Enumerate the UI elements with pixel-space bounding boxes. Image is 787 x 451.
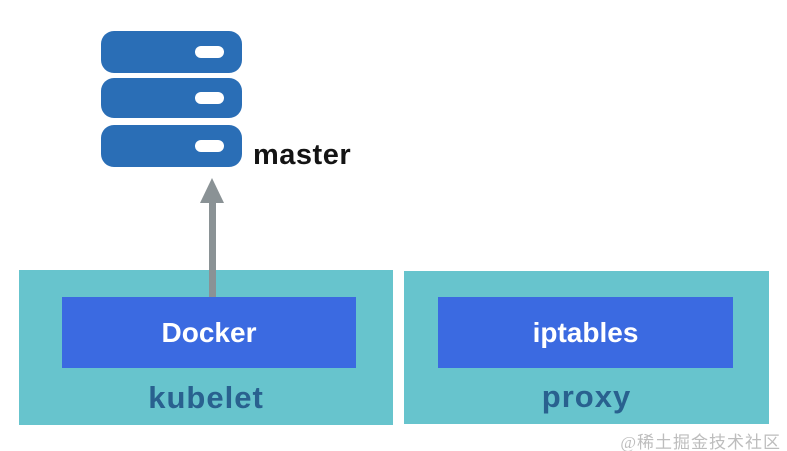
kubelet-label: kubelet [148,380,264,415]
node-kubelet: Docker kubelet [19,270,393,425]
iptables-box: iptables [438,297,733,368]
server-disk-bar [101,125,242,167]
node-proxy: iptables proxy [404,271,769,424]
up-arrow-head-icon [200,178,224,203]
master-server-icon [101,31,242,167]
up-arrow-shaft [209,201,216,297]
docker-box: Docker [62,297,356,368]
disk-slot-icon [195,92,224,104]
proxy-label: proxy [541,379,632,414]
disk-slot-icon [195,46,224,58]
master-label: master [253,139,352,171]
disk-slot-icon [195,140,224,152]
server-disk-bar [101,78,242,118]
server-disk-bar [101,31,242,73]
watermark: @稀土掘金技术社区 [620,433,781,451]
